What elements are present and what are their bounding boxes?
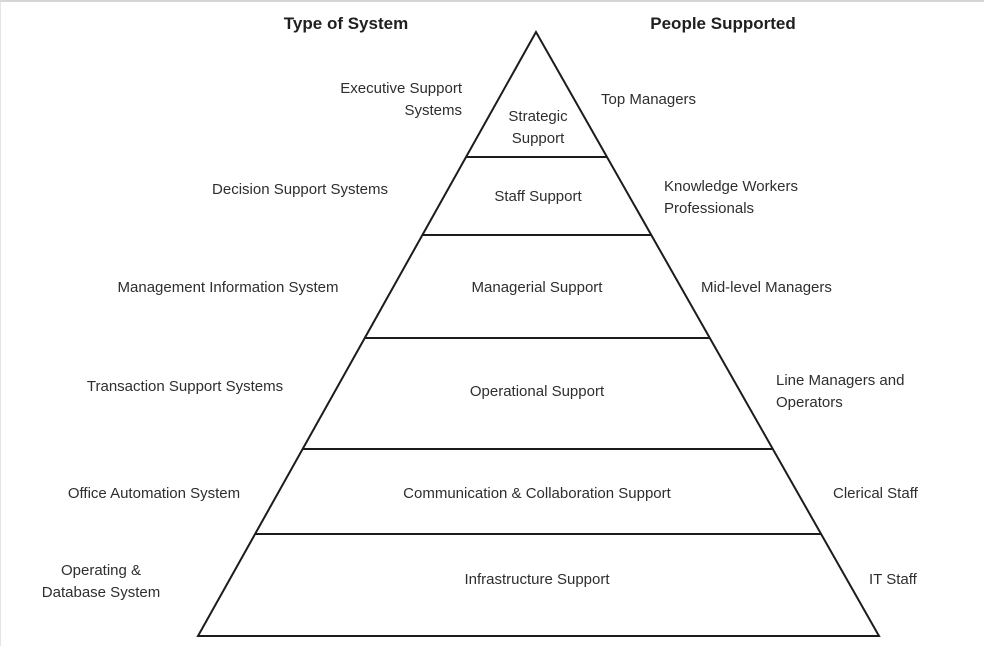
type-label-office-automation-system: Office Automation System: [67, 485, 241, 502]
people-label-line-managers-operators: Line Managers and Operators: [776, 372, 905, 411]
header-people-supported: People Supported: [650, 14, 796, 33]
pyramid-outline: [196, 29, 881, 637]
header-type-of-system: Type of System: [283, 14, 409, 33]
support-label-infrastructure: Infrastructure Support: [464, 571, 610, 588]
support-label-strategic: Strategic Support: [508, 108, 568, 147]
support-label-communication-collaboration: Communication & Collaboration Support: [403, 485, 671, 502]
people-label-knowledge-workers: Knowledge Workers Professionals: [664, 178, 798, 217]
type-label-executive-support-systems: Executive Support Systems: [340, 80, 462, 119]
people-label-top-managers: Top Managers: [601, 91, 697, 108]
support-label-staff: Staff Support: [494, 188, 582, 205]
people-label-mid-level-managers: Mid-level Managers: [701, 279, 832, 296]
support-label-managerial: Managerial Support: [471, 279, 603, 296]
type-label-decision-support-systems: Decision Support Systems: [212, 181, 388, 198]
type-label-management-information-system: Management Information System: [117, 279, 339, 296]
type-label-operating-database-system: Operating & Database System: [41, 562, 161, 601]
support-label-operational: Operational Support: [469, 383, 605, 400]
people-label-it-staff: IT Staff: [869, 571, 917, 588]
people-label-clerical-staff: Clerical Staff: [833, 485, 918, 502]
type-label-transaction-support-systems: Transaction Support Systems: [86, 378, 284, 395]
